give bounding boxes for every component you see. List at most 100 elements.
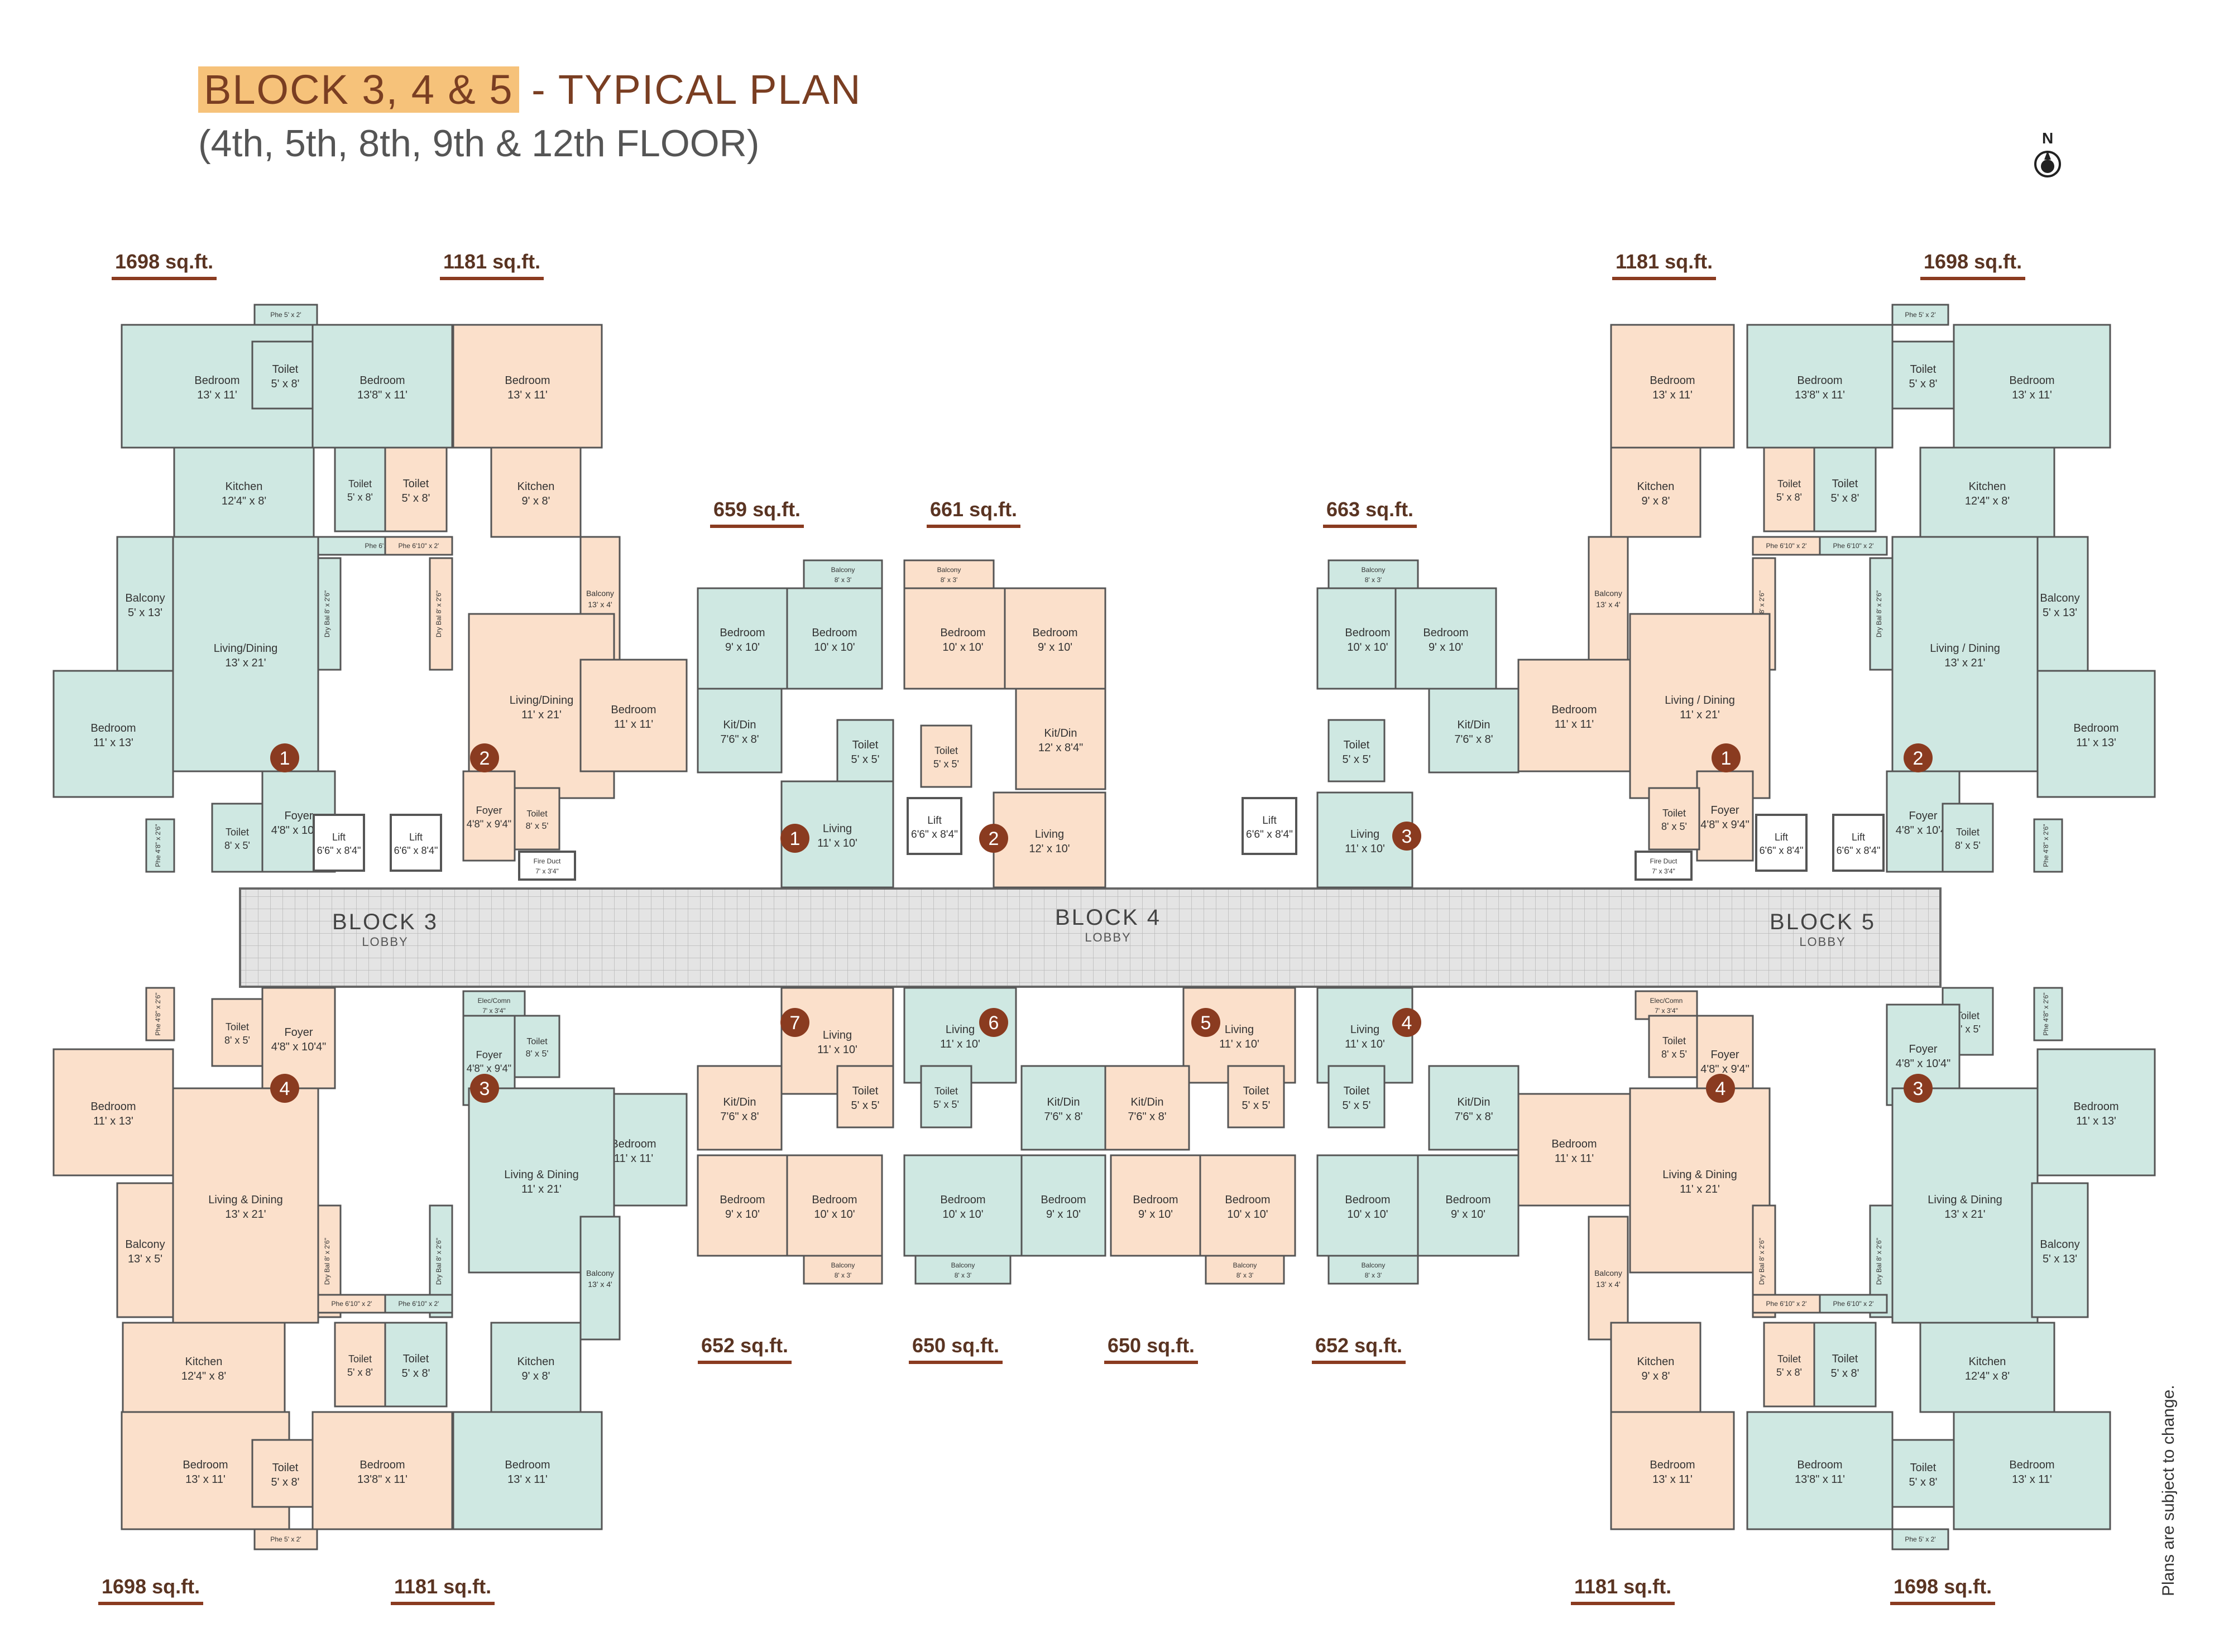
- room-label: Toilet: [852, 1085, 879, 1097]
- room-shape: [1746, 324, 1894, 449]
- room-shape: [251, 340, 319, 410]
- room-shape: [2033, 818, 2063, 873]
- room-shape: [1020, 1065, 1106, 1151]
- room-shape: [122, 1322, 286, 1413]
- room-dimension: 9' x 8': [1642, 1370, 1670, 1382]
- room-dimension: 11' x 10': [940, 1038, 980, 1050]
- unit-marker-circle: [1392, 822, 1421, 851]
- room-dimension: 11' x 11': [614, 718, 653, 731]
- room-shape: [1919, 1322, 2055, 1413]
- room-dimension: 7' x 3'4": [535, 867, 559, 875]
- unit-marker-circle: [1904, 1074, 1933, 1103]
- room-shape: [1205, 1255, 1285, 1285]
- room-shape: [1428, 688, 1520, 774]
- room-label: Bedroom: [1445, 1194, 1490, 1206]
- room-label: Phe 4'8" x 2'6": [154, 824, 162, 867]
- room-shape: [1813, 1322, 1877, 1408]
- room-shape: [384, 536, 453, 556]
- room-label: Living: [1350, 1024, 1379, 1036]
- block-3-lobby-label: LOBBY: [362, 935, 409, 949]
- room-shape: [1227, 1065, 1285, 1128]
- room-label: Toilet: [526, 1037, 548, 1046]
- room-label: Foyer: [476, 1049, 502, 1060]
- room-dimension: 13' x 21': [225, 657, 266, 669]
- room-shape: [462, 990, 526, 1020]
- room-label: Phe 4'8" x 2'6": [154, 992, 162, 1035]
- area-label-top-left-1181: 1181 sq.ft.: [440, 250, 544, 280]
- room-label: Bedroom: [940, 627, 985, 639]
- room-dimension: 13'8" x 11': [1795, 1473, 1845, 1486]
- room-dimension: 13' x 11': [507, 1473, 548, 1486]
- room-dimension: 11' x 13': [93, 737, 133, 749]
- room-dimension: 7'6" x 8': [720, 733, 759, 746]
- room-label: Toilet: [1344, 1085, 1370, 1097]
- room-shape: [311, 324, 453, 449]
- room-label: Toilet: [1956, 827, 1979, 838]
- room-shape: [1629, 613, 1771, 799]
- room-shape: [1610, 324, 1735, 449]
- room-shape: [1953, 1411, 2111, 1530]
- room-label: Toilet: [226, 827, 249, 838]
- room-dimension: 5' x 8': [347, 492, 373, 503]
- room-label: Balcony: [951, 1261, 975, 1269]
- room-dimension: 9' x 8': [522, 1370, 550, 1382]
- unit-marker-m-b4-6: 6: [979, 1008, 1008, 1037]
- room-label: Bedroom: [2009, 1459, 2054, 1471]
- room-label: Bedroom: [1423, 627, 1468, 639]
- room-dimension: 7'6" x 8': [1044, 1111, 1082, 1123]
- room-shape: [2031, 1182, 2089, 1318]
- room-shape: [1517, 1093, 1631, 1207]
- room-label: Bedroom: [611, 1138, 656, 1150]
- unit-marker-circle: [1712, 743, 1741, 772]
- room-label: Bedroom: [1041, 1194, 1086, 1206]
- room-dimension: 9' x 8': [1642, 495, 1670, 507]
- unit-marker-circle: [470, 1074, 499, 1103]
- room-shape: [1891, 1528, 1949, 1550]
- room-shape: [903, 559, 995, 589]
- room-dimension: 4'8" x 10'4": [1896, 824, 1951, 837]
- room-dimension: 6'6" x 8'4": [1246, 829, 1293, 841]
- room-shape: [920, 724, 972, 788]
- room-label: Dry Bal 8' x 2'6": [1875, 590, 1883, 637]
- unit-marker-m-b3tr: 2: [470, 743, 499, 772]
- room-label: Dry Bal 8' x 2'6": [435, 590, 443, 637]
- room-label: Foyer: [1909, 810, 1937, 822]
- room-dimension: 13' x 11': [197, 389, 237, 401]
- room-label: Balcony: [125, 1238, 165, 1251]
- room-dimension: 8' x 5': [526, 1049, 549, 1059]
- room-b5tr-phe2: Phe 6'10" x 2': [1819, 536, 1888, 556]
- room-shape: [518, 851, 576, 881]
- room-dimension: 9' x 10': [725, 1208, 760, 1221]
- room-dimension: 7' x 3'4": [482, 1007, 506, 1015]
- room-b3bl-phe2: Phe 6'10" x 2': [317, 1294, 386, 1314]
- room-shape: [697, 688, 783, 774]
- room-label: Balcony: [2040, 592, 2079, 604]
- room-label: Foyer: [1909, 1043, 1937, 1055]
- area-label-650b: 650 sq.ft.: [1104, 1334, 1199, 1364]
- room-dimension: 13' x 4': [588, 1280, 612, 1289]
- room-shape: [1763, 446, 1815, 532]
- room-label: Toilet: [1956, 1010, 1979, 1021]
- block-5-label-group: BLOCK 5 LOBBY: [1758, 910, 1887, 949]
- area-label-top-right-1698: 1698 sq.ft.: [1920, 250, 2026, 280]
- room-dimension: 5' x 8': [1776, 1367, 1802, 1378]
- room-shape: [1610, 446, 1701, 538]
- room-label: Bedroom: [90, 722, 136, 734]
- room-label: Kitchen: [517, 1356, 555, 1368]
- room-dimension: 5' x 5': [851, 753, 880, 766]
- room-shape: [317, 557, 342, 671]
- room-shape: [1648, 1015, 1700, 1078]
- room-dimension: 6'6" x 8'4": [394, 845, 438, 856]
- room-label: Phe 5' x 2': [1905, 1535, 1935, 1543]
- area-label-bottom-right-1181: 1181 sq.ft.: [1571, 1575, 1675, 1605]
- room-b5tl-phe: Phe 6'10" x 2': [1752, 536, 1821, 556]
